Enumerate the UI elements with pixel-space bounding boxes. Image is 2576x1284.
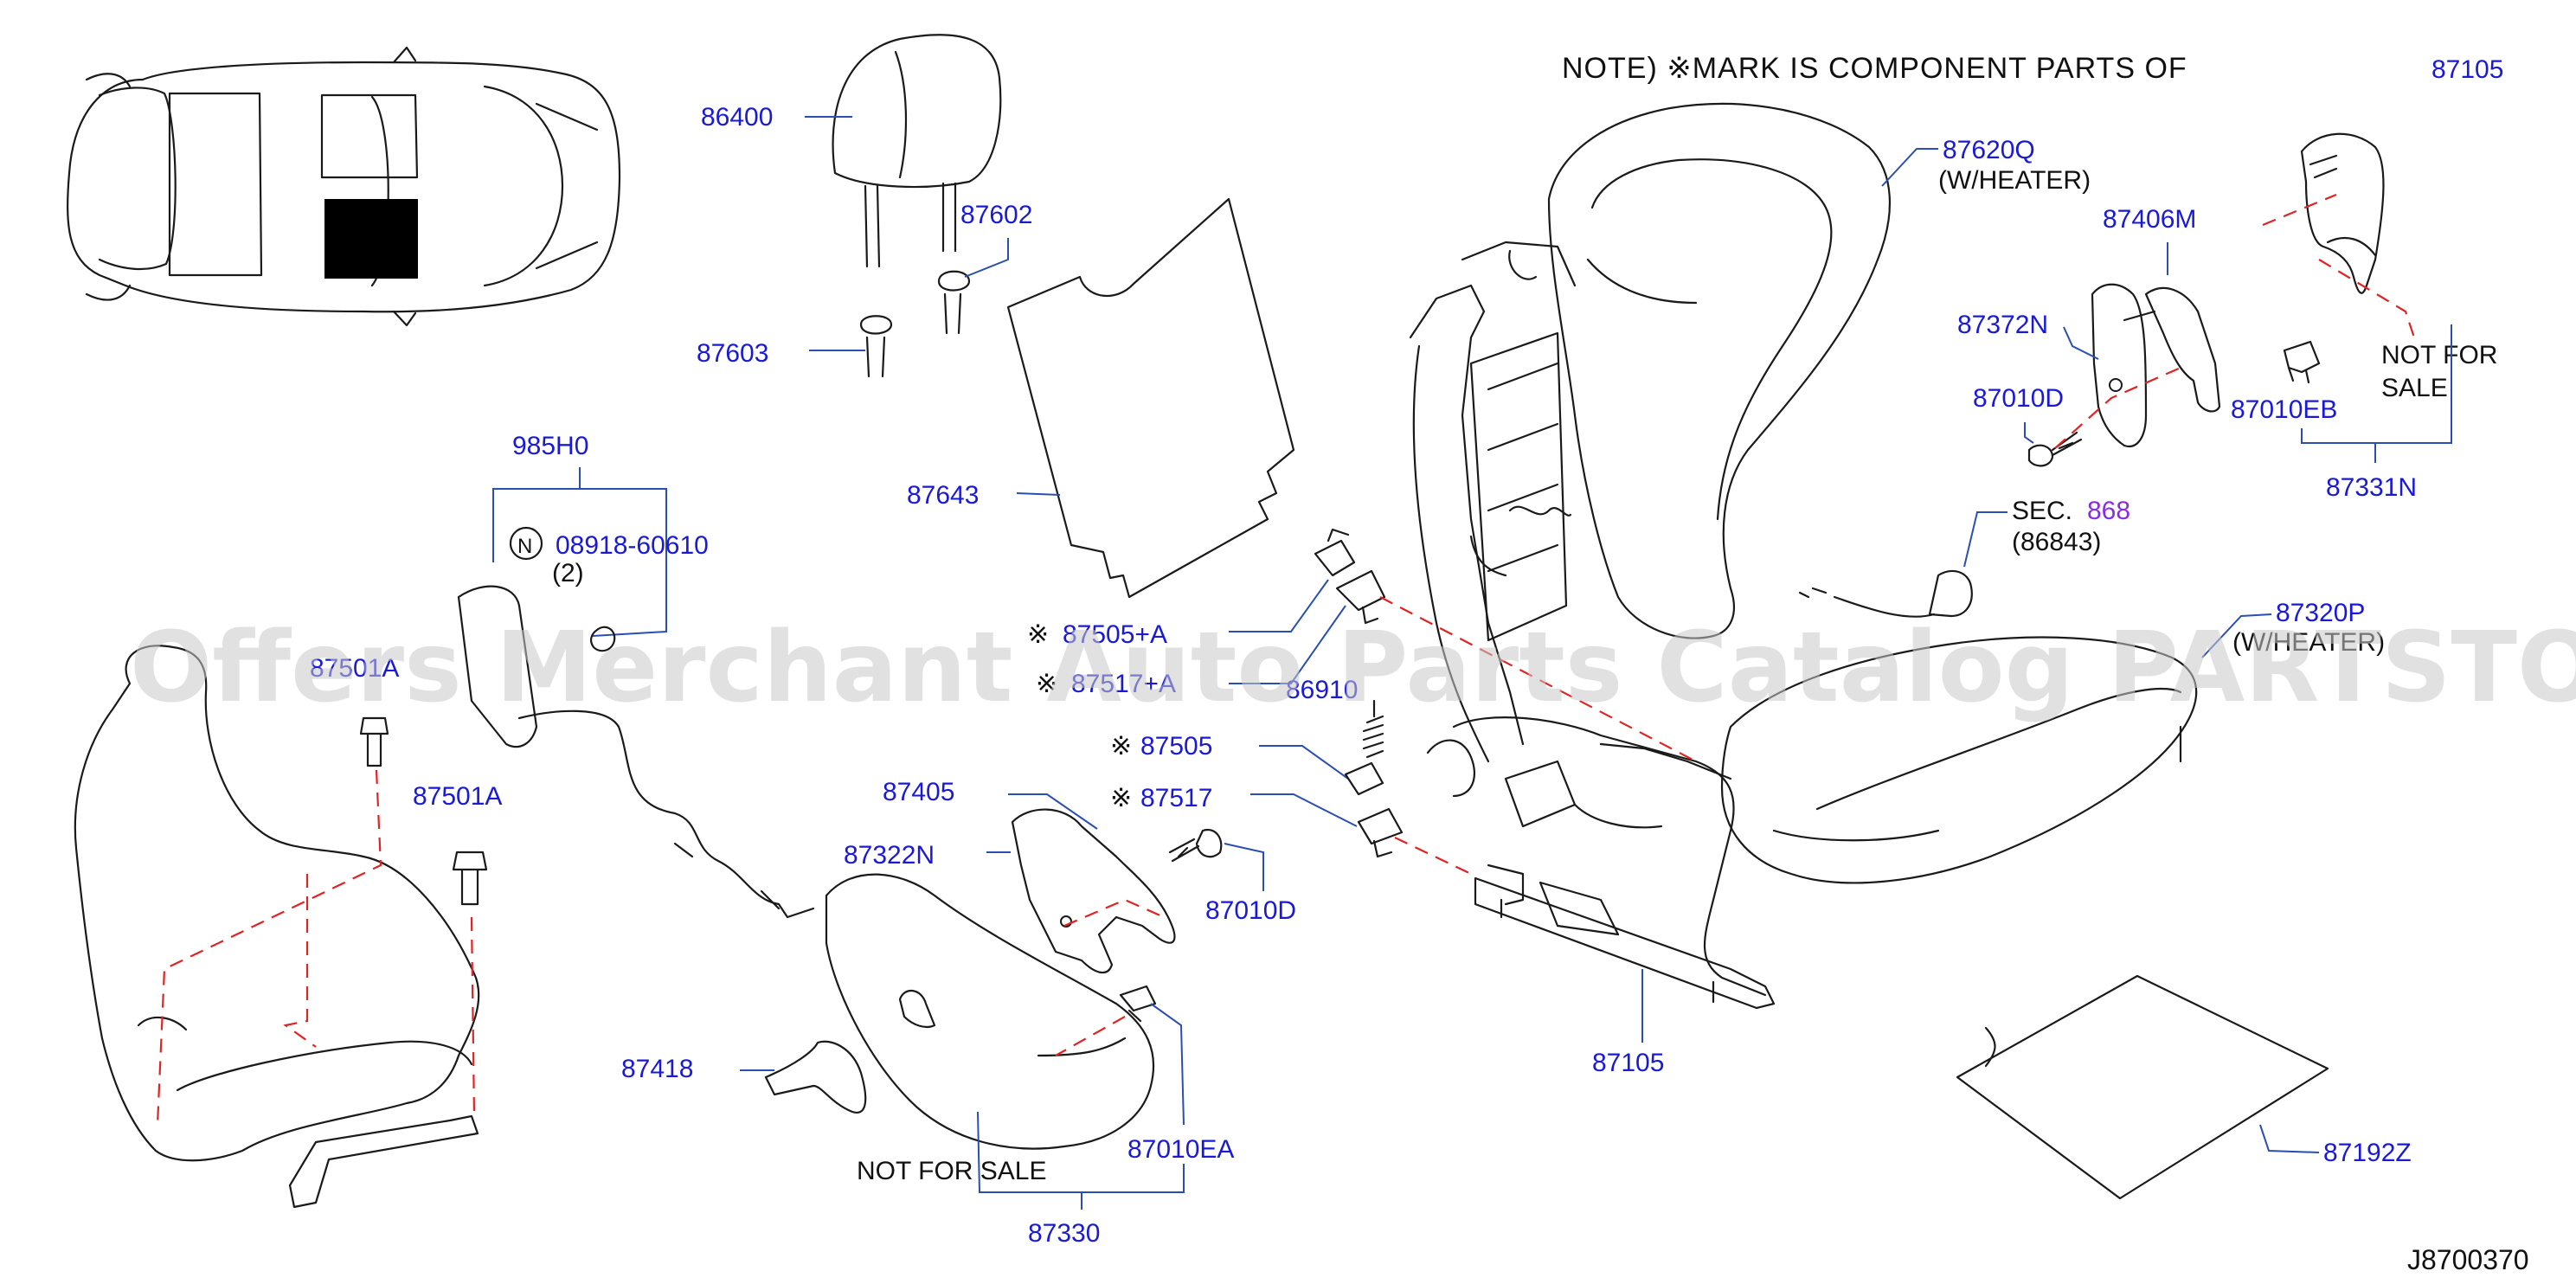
finisher-87406m-drawing (2123, 286, 2221, 413)
label-87192z[interactable]: 87192Z (2323, 1139, 2412, 1167)
label-87603[interactable]: 87603 (697, 339, 768, 368)
label-985h0[interactable]: 985H0 (512, 432, 588, 460)
spring-86910-icon (1362, 699, 1384, 759)
w-heater-2: (W/HEATER) (2232, 628, 2385, 657)
bolt-top-icon (359, 716, 389, 767)
inner-cover-drawing (1011, 808, 1176, 974)
label-87010d-right[interactable]: 87010D (1973, 384, 2064, 413)
seat-belt-buckle-icon (1798, 569, 1973, 618)
label-87010ea[interactable]: 87010EA (1127, 1135, 1234, 1164)
label-87418[interactable]: 87418 (621, 1055, 693, 1083)
clip-87505a-icon (1314, 528, 1356, 577)
car-top-view-icon (67, 46, 621, 327)
label-87405[interactable]: 87405 (883, 778, 954, 806)
quantity-2: (2) (552, 559, 584, 587)
label-87406m[interactable]: 87406M (2103, 205, 2196, 234)
label-87501a-top[interactable]: 87501A (310, 654, 399, 683)
seatback-pad-drawing (1006, 197, 1295, 599)
cushion-trim-drawing (1720, 636, 2198, 884)
cushion-pad-drawing (1956, 974, 2329, 1200)
assembly-dashed-lines (156, 193, 2416, 1126)
headrest-drawing (832, 34, 1002, 268)
side-airbag-drawing (457, 585, 815, 919)
mark-4: ※ (1110, 784, 1132, 812)
not-for-sale-left: NOT FOR SALE (857, 1157, 1047, 1185)
label-87620q[interactable]: 87620Q (1943, 136, 2035, 164)
label-87517[interactable]: 87517 (1140, 784, 1212, 812)
label-87505[interactable]: 87505 (1140, 732, 1212, 761)
label-87501a[interactable]: 87501A (413, 782, 502, 811)
clip-87505-icon (1344, 761, 1384, 796)
note-ref-87105[interactable]: 87105 (2431, 55, 2503, 84)
label-87322n[interactable]: 87322N (844, 841, 935, 870)
sec-ref: (86843) (2012, 528, 2101, 556)
not-for-sale-right-1: NOT FOR (2381, 341, 2497, 369)
clip-87517a-icon (1335, 569, 1386, 625)
clip-87010eb-icon (2283, 340, 2321, 384)
finisher-87331n-drawing (2300, 132, 2385, 294)
mark-1: ※ (1027, 620, 1049, 649)
label-87105-bottom[interactable]: 87105 (1592, 1049, 1664, 1077)
seat-frame-drawing (1409, 241, 1776, 1010)
label-87372n[interactable]: 87372N (1957, 311, 2048, 339)
label-87643[interactable]: 87643 (907, 481, 979, 510)
label-87320p[interactable]: 87320P (2276, 599, 2365, 627)
mark-2: ※ (1036, 670, 1057, 698)
label-86400[interactable]: 86400 (701, 103, 773, 132)
side-finisher-drawing (825, 873, 1155, 1150)
nut-n-symbol-icon (509, 526, 543, 561)
label-87331n[interactable]: 87331N (2326, 473, 2417, 502)
clip-87010ea-icon (1119, 985, 1157, 1023)
cover-87418-drawing (764, 1040, 867, 1114)
label-87330[interactable]: 87330 (1028, 1219, 1100, 1248)
label-86910[interactable]: 86910 (1286, 676, 1358, 704)
reference-seat-drawing (74, 645, 480, 1209)
sec-prefix: SEC. (2012, 497, 2072, 525)
label-87010eb[interactable]: 87010EB (2231, 395, 2337, 424)
screw-middle-icon (1168, 828, 1223, 863)
diagram-id: J8700370 (2407, 1244, 2529, 1275)
seatback-trim-drawing (1547, 102, 1892, 639)
label-87505a[interactable]: 87505+A (1063, 620, 1167, 649)
n-symbol: N (517, 535, 532, 558)
clip-87517-icon (1357, 807, 1404, 858)
headrest-guide-drawing (859, 270, 971, 378)
watermark-text: Offers Merchant Auto Parts Catalog PARTS… (130, 612, 2576, 724)
not-for-sale-right-2: SALE (2381, 374, 2448, 402)
bolt-icon (452, 851, 488, 906)
note-text: NOTE) ※MARK IS COMPONENT PARTS OF (1562, 52, 2187, 85)
label-87602[interactable]: 87602 (960, 201, 1032, 229)
mark-3: ※ (1110, 732, 1132, 761)
finisher-87372n-drawing (2091, 283, 2148, 448)
label-08918-60610[interactable]: 08918-60610 (556, 531, 709, 560)
label-87517a[interactable]: 87517+A (1071, 670, 1176, 698)
sec-868-link[interactable]: 868 (2087, 497, 2130, 525)
screw-right-icon (2027, 431, 2083, 467)
w-heater-1: (W/HEATER) (1938, 166, 2091, 195)
label-87010d-mid[interactable]: 87010D (1205, 896, 1296, 925)
